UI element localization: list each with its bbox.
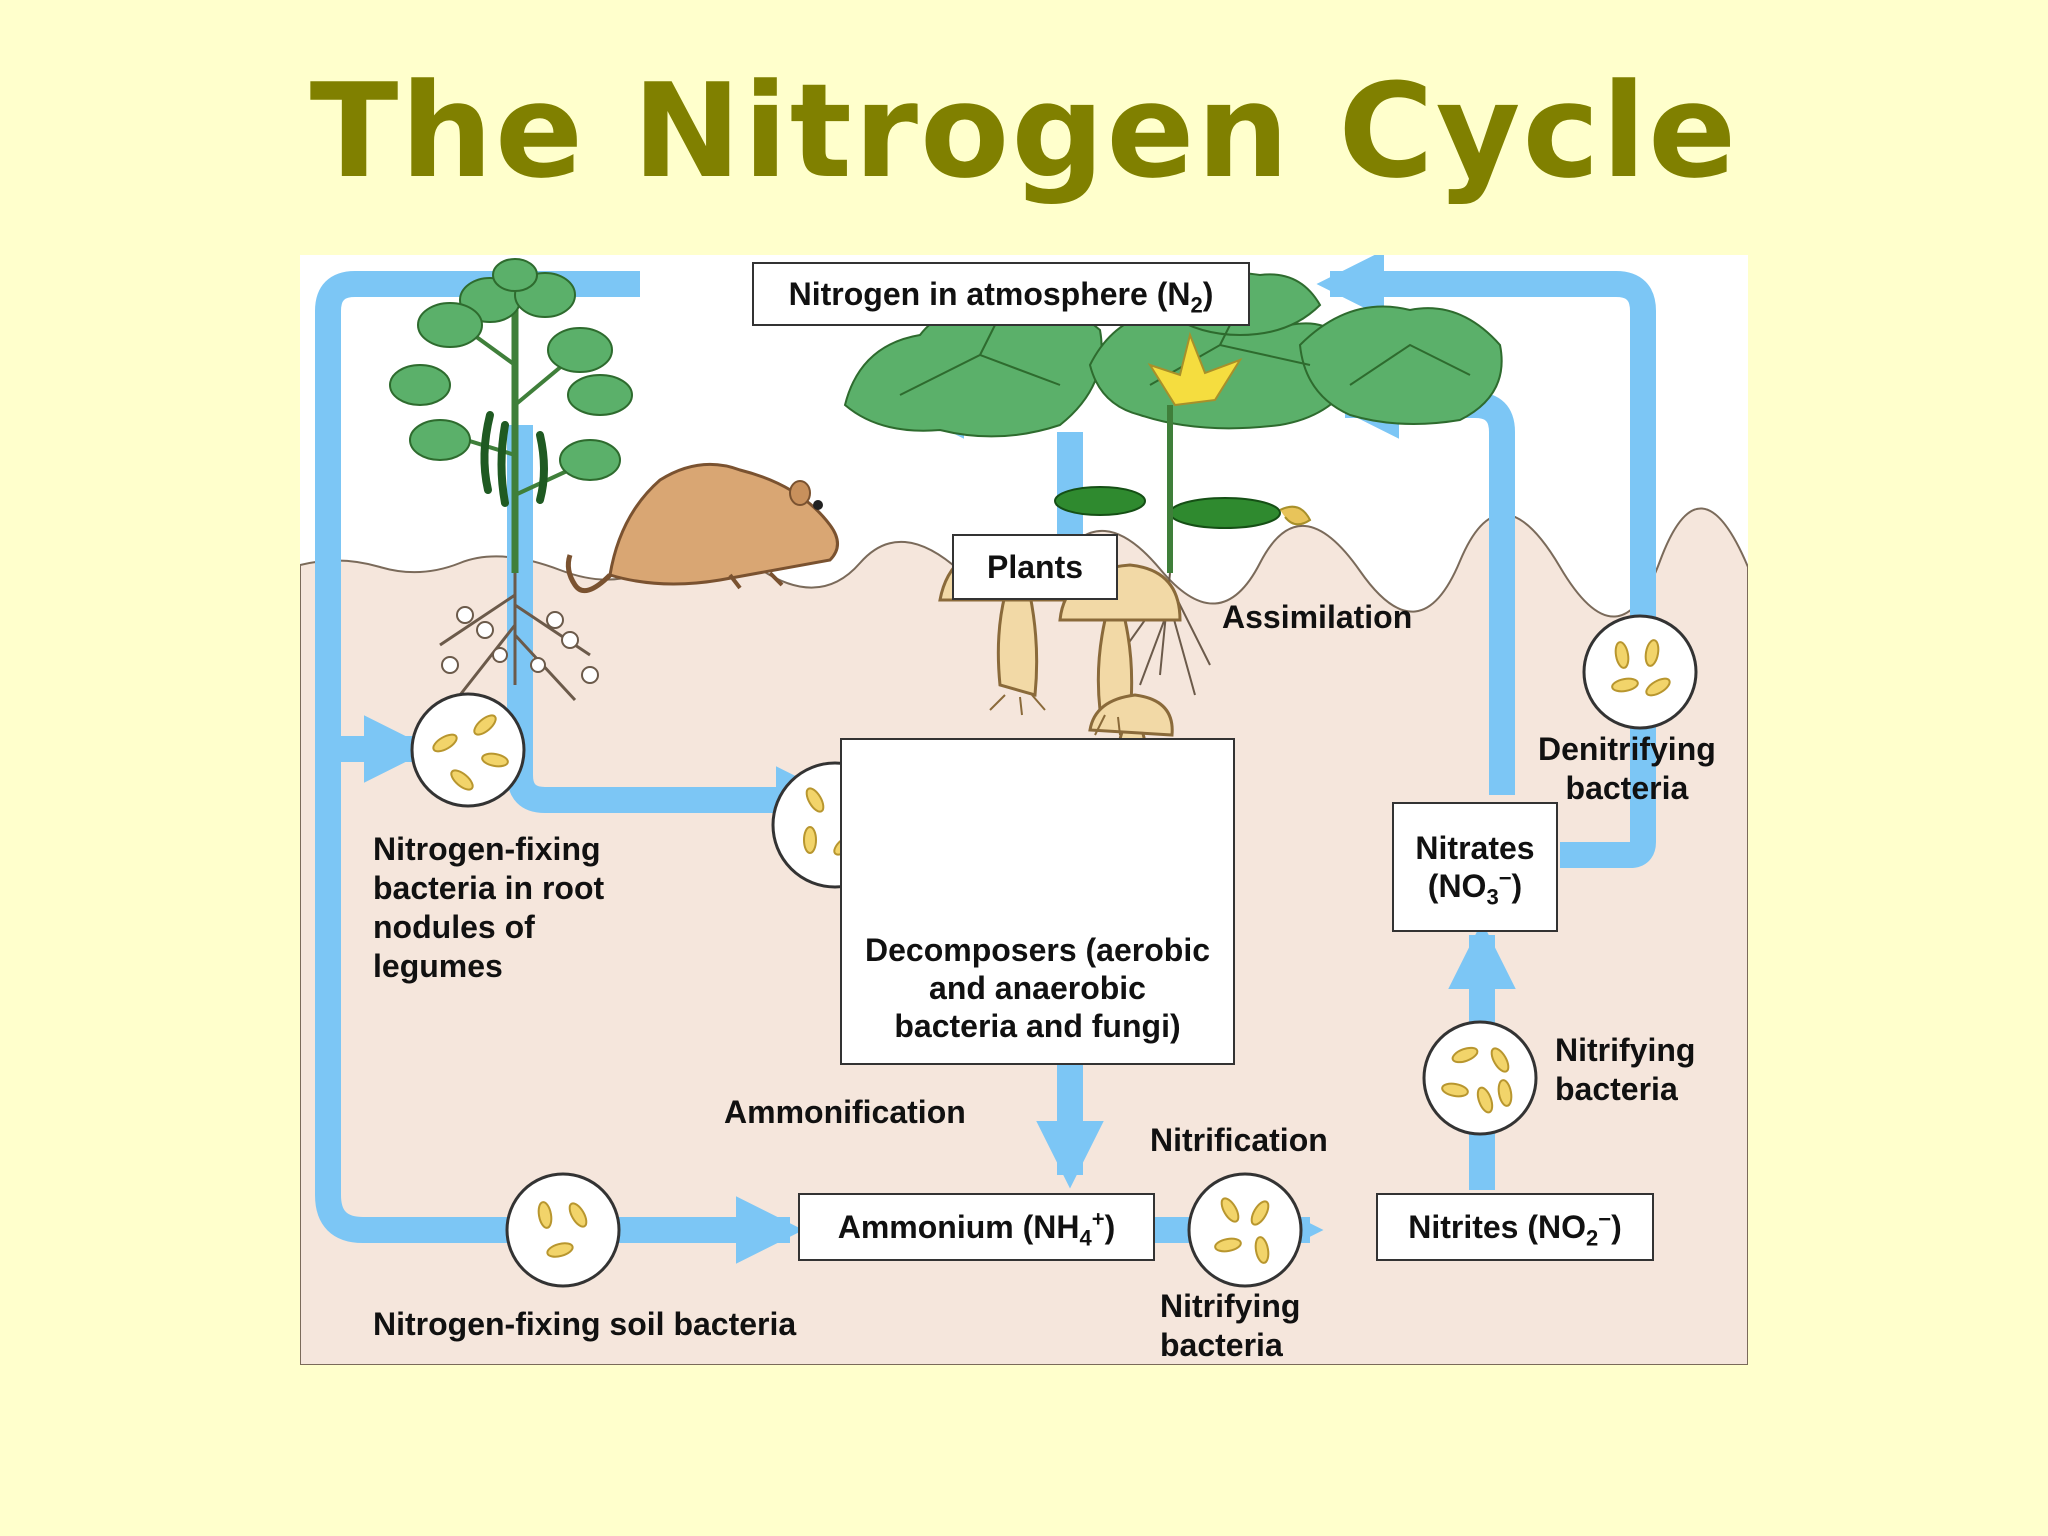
- decomposers-line-3: bacteria and fungi): [894, 1008, 1181, 1044]
- arrow-denitrification-loop: [1316, 255, 1656, 868]
- nitrates-subscript: 3: [1486, 884, 1499, 910]
- root-nodule-line-1: Nitrogen-fixing: [373, 831, 601, 867]
- nitrites-tail: ): [1611, 1209, 1622, 1245]
- soil-bacteria-icon: [505, 1172, 621, 1288]
- nitrates-superscript: −: [1498, 865, 1512, 891]
- nitrification-bacteria-icon: [1187, 1172, 1303, 1288]
- atmosphere-tail: ): [1202, 276, 1214, 312]
- ammonium-text: Ammonium (NH: [837, 1209, 1080, 1245]
- decomposers-line-1: Decomposers (aerobic: [864, 932, 1210, 968]
- ammonium-subscript: 4: [1079, 1225, 1092, 1251]
- nitrites-superscript: −: [1598, 1206, 1612, 1232]
- rodent-icon: [565, 462, 839, 594]
- atmosphere-subscript: 2: [1190, 292, 1203, 318]
- nitrites-subscript: 2: [1586, 1225, 1599, 1251]
- atmosphere-text: Nitrogen in atmosphere (N: [788, 276, 1191, 312]
- nitrifying-right-line-1: Nitrifying: [1555, 1032, 1696, 1068]
- nitrification-label: Nitrification: [1150, 1122, 1328, 1158]
- plants-label: Plants: [986, 549, 1084, 585]
- nitrites-box: Nitrites (NO2−): [1376, 1193, 1654, 1261]
- plants-box: Plants: [952, 534, 1118, 600]
- nitrogen-cycle-diagram: Nitrogen in atmosphere (N2) Plants Decom…: [300, 255, 1748, 1365]
- ammonium-box: Ammonium (NH4+): [798, 1193, 1155, 1261]
- denitrifying-label: Denitrifying bacteria: [1538, 730, 1716, 808]
- root-nodule-line-3: nodules of: [373, 909, 535, 945]
- arrow-rodent-to-decomposers: [507, 425, 844, 834]
- denitrifying-bacteria-icon: [1582, 614, 1698, 730]
- decomposers-box: Decomposers (aerobic and anaerobic bacte…: [840, 738, 1235, 1065]
- ammonium-tail: ): [1104, 1209, 1116, 1245]
- root-nodule-label: Nitrogen-fixing bacteria in root nodules…: [373, 830, 604, 986]
- nitrates-formula: (NO: [1427, 868, 1487, 904]
- assimilation-label: Assimilation: [1222, 599, 1413, 635]
- soil-bacteria-label: Nitrogen-fixing soil bacteria: [373, 1306, 797, 1342]
- denitrifying-line-1: Denitrifying: [1538, 731, 1716, 767]
- nitrifying-bottom-line-1: Nitrifying: [1160, 1288, 1301, 1324]
- nitrifying-right-label: Nitrifying bacteria: [1555, 1031, 1695, 1109]
- atmosphere-box: Nitrogen in atmosphere (N2): [752, 262, 1250, 326]
- nitrifying-bottom-label: Nitrifying bacteria: [1160, 1287, 1300, 1365]
- root-nodule-line-4: legumes: [373, 948, 503, 984]
- nitrifying-bacteria-icon: [1422, 1020, 1538, 1136]
- nitrifying-right-line-2: bacteria: [1555, 1071, 1678, 1107]
- slide-title: The Nitrogen Cycle: [309, 55, 1739, 207]
- nitrates-line-1: Nitrates: [1415, 830, 1535, 866]
- legume-plant-icon: [389, 258, 633, 702]
- nitrites-text: Nitrites (NO: [1408, 1209, 1587, 1245]
- ammonification-label: Ammonification: [724, 1094, 966, 1130]
- root-nodule-bacteria-icon: [410, 692, 526, 808]
- ammonium-superscript: +: [1091, 1206, 1105, 1232]
- nitrates-box: Nitrates (NO3−): [1392, 802, 1558, 932]
- decomposers-line-2: and anaerobic: [929, 970, 1146, 1006]
- nitrates-tail: ): [1511, 868, 1523, 904]
- nitrifying-bottom-line-2: bacteria: [1160, 1327, 1283, 1363]
- denitrifying-line-2: bacteria: [1565, 770, 1689, 806]
- root-nodule-line-2: bacteria in root: [373, 870, 605, 906]
